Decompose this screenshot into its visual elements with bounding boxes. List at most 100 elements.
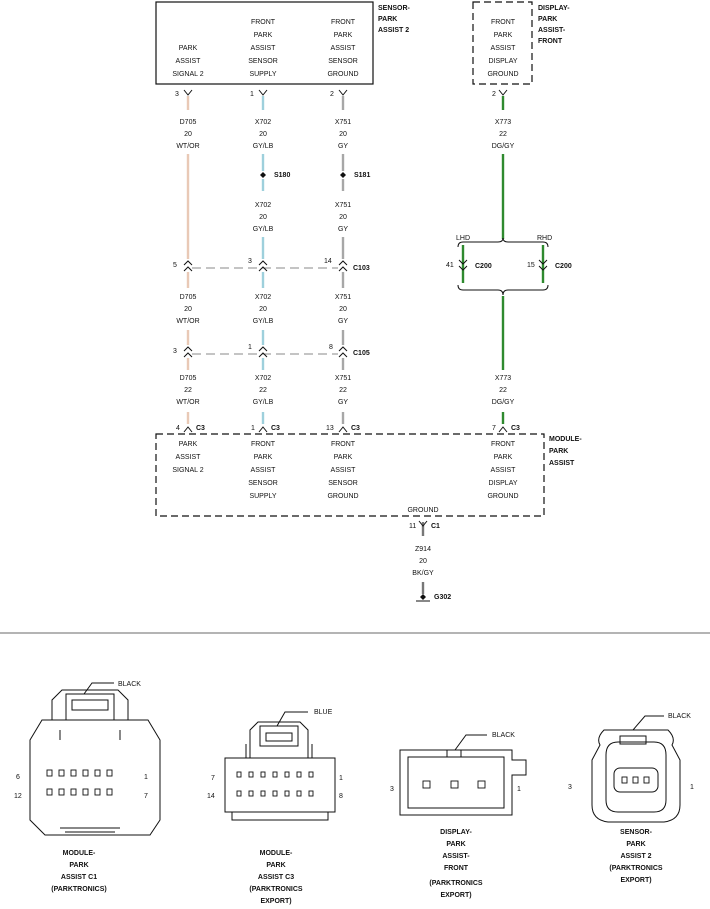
svg-text:WT/OR: WT/OR — [176, 143, 199, 150]
svg-text:20: 20 — [259, 214, 267, 221]
svg-text:7: 7 — [144, 793, 148, 800]
svg-text:X751: X751 — [335, 119, 351, 126]
sensor-park-assist-2-title: SENSOR- PARK ASSIST 2 — [378, 5, 411, 34]
svg-text:EXPORT): EXPORT) — [620, 877, 651, 884]
svg-text:FRONT: FRONT — [331, 441, 356, 448]
svg-text:12: 12 — [14, 793, 22, 800]
svg-text:PARK: PARK — [494, 32, 513, 39]
connector-view-module-c1: BLACK 6 12 1 7 MODULE- PARK ASSIST C1 (P… — [14, 681, 161, 893]
svg-text:GY: GY — [338, 318, 348, 325]
svg-text:DG/GY: DG/GY — [492, 143, 515, 150]
svg-text:GY/LB: GY/LB — [253, 143, 274, 150]
svg-text:(PARKTRONICS: (PARKTRONICS — [429, 880, 482, 887]
svg-text:X702: X702 — [255, 119, 271, 126]
svg-text:X702: X702 — [255, 375, 271, 382]
svg-text:DISPLAY: DISPLAY — [488, 480, 517, 487]
svg-text:2: 2 — [492, 91, 496, 98]
svg-text:PARK: PARK — [549, 448, 568, 455]
sensor-pin-labels: PARK ASSIST SIGNAL 2 FRONT PARK ASSIST S… — [172, 19, 518, 78]
svg-text:PARK: PARK — [378, 16, 397, 23]
wires — [186, 96, 545, 594]
svg-text:FRONT: FRONT — [491, 19, 516, 26]
svg-text:ASSIST: ASSIST — [491, 467, 517, 474]
svg-text:6: 6 — [16, 774, 20, 781]
svg-text:SUPPLY: SUPPLY — [249, 493, 276, 500]
svg-text:LHD: LHD — [456, 235, 470, 242]
svg-text:GY/LB: GY/LB — [253, 399, 274, 406]
svg-text:3: 3 — [390, 786, 394, 793]
svg-text:22: 22 — [339, 387, 347, 394]
svg-text:DISPLAY-: DISPLAY- — [538, 5, 570, 12]
svg-text:D705: D705 — [180, 119, 197, 126]
svg-text:20: 20 — [259, 306, 267, 313]
svg-text:ASSIST: ASSIST — [331, 45, 357, 52]
svg-text:13: 13 — [326, 425, 334, 432]
svg-text:SENSOR: SENSOR — [328, 480, 358, 487]
svg-text:Z914: Z914 — [415, 546, 431, 553]
svg-text:20: 20 — [184, 306, 192, 313]
svg-text:WT/OR: WT/OR — [176, 318, 199, 325]
svg-text:3: 3 — [248, 258, 252, 265]
svg-text:SUPPLY: SUPPLY — [249, 71, 276, 78]
svg-text:SENSOR-: SENSOR- — [378, 5, 411, 12]
svg-text:PARK: PARK — [254, 32, 273, 39]
svg-text:PARK: PARK — [626, 841, 645, 848]
svg-text:ASSIST: ASSIST — [491, 45, 517, 52]
svg-text:S180: S180 — [274, 172, 290, 179]
svg-text:C200: C200 — [475, 263, 492, 270]
svg-text:PARK: PARK — [446, 841, 465, 848]
svg-text:BLUE: BLUE — [314, 709, 333, 716]
svg-text:PARK: PARK — [266, 862, 285, 869]
svg-text:15: 15 — [527, 262, 535, 269]
ground-circuit: 11 C1 Z914 20 BK/GY G302 — [409, 520, 451, 602]
module-pin-labels: PARK ASSIST SIGNAL 2 FRONT PARK ASSIST S… — [172, 441, 518, 514]
svg-text:ASSIST: ASSIST — [251, 467, 277, 474]
svg-text:14: 14 — [207, 793, 215, 800]
svg-text:8: 8 — [339, 793, 343, 800]
svg-text:ASSIST: ASSIST — [251, 45, 277, 52]
svg-text:3: 3 — [173, 348, 177, 355]
svg-text:C3: C3 — [511, 425, 520, 432]
svg-text:D705: D705 — [180, 294, 197, 301]
svg-text:FRONT: FRONT — [331, 19, 356, 26]
svg-text:DISPLAY-: DISPLAY- — [440, 829, 472, 836]
svg-text:22: 22 — [499, 131, 507, 138]
svg-text:8: 8 — [329, 344, 333, 351]
svg-text:SIGNAL 2: SIGNAL 2 — [172, 467, 203, 474]
svg-text:7: 7 — [211, 775, 215, 782]
svg-text:WT/OR: WT/OR — [176, 399, 199, 406]
svg-text:GROUND: GROUND — [487, 493, 518, 500]
svg-text:BLACK: BLACK — [492, 732, 515, 739]
module-park-assist-box — [155, 433, 545, 517]
svg-text:1: 1 — [144, 774, 148, 781]
c103-connector: 5 3 14 C103 — [173, 258, 370, 272]
svg-text:SENSOR-: SENSOR- — [620, 829, 653, 836]
svg-text:PARK: PARK — [538, 16, 557, 23]
svg-text:GY: GY — [338, 399, 348, 406]
svg-text:22: 22 — [184, 387, 192, 394]
c105-connector: 3 1 8 C105 — [173, 344, 370, 358]
connector-view-display-front: BLACK 3 1 DISPLAY- PARK ASSIST- FRONT (P… — [390, 732, 527, 899]
display-park-assist-front-title: DISPLAY- PARK ASSIST- FRONT — [538, 5, 570, 45]
svg-text:SENSOR: SENSOR — [248, 58, 278, 65]
svg-text:22: 22 — [259, 387, 267, 394]
svg-text:PARK: PARK — [179, 441, 198, 448]
connector-view-sensor-2: BLACK 3 1 SENSOR- PARK ASSIST 2 (PARKTRO… — [568, 713, 694, 884]
svg-text:EXPORT): EXPORT) — [260, 898, 291, 905]
svg-text:X751: X751 — [335, 294, 351, 301]
svg-text:MODULE-: MODULE- — [260, 850, 293, 857]
svg-text:ASSIST 2: ASSIST 2 — [378, 27, 409, 34]
display-park-assist-front-box — [472, 1, 533, 85]
svg-text:PARK: PARK — [179, 45, 198, 52]
svg-text:PARK: PARK — [69, 862, 88, 869]
svg-text:PARK: PARK — [334, 32, 353, 39]
svg-text:G302: G302 — [434, 594, 451, 601]
svg-text:BK/GY: BK/GY — [412, 570, 434, 577]
svg-text:1: 1 — [250, 91, 254, 98]
svg-text:5: 5 — [173, 262, 177, 269]
svg-text:GROUND: GROUND — [407, 507, 438, 514]
svg-text:ASSIST: ASSIST — [549, 460, 575, 467]
svg-text:X773: X773 — [495, 375, 511, 382]
svg-text:3: 3 — [175, 91, 179, 98]
